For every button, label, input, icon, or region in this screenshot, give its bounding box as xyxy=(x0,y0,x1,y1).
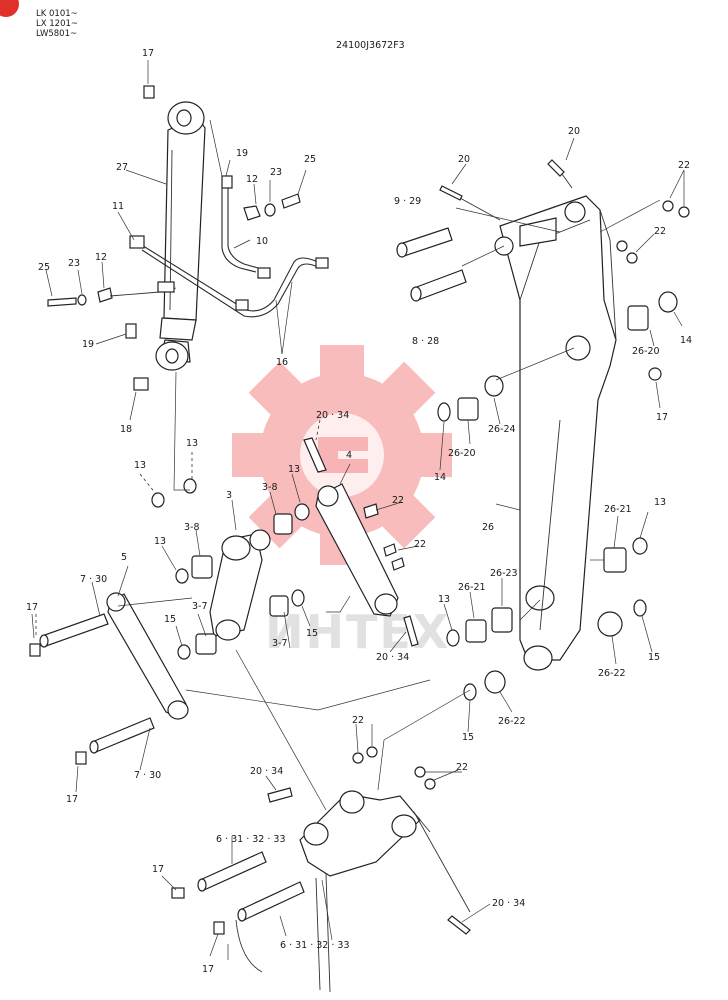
callout-13: 13 xyxy=(154,536,166,547)
callout-3-7: 3-7 xyxy=(192,601,208,612)
callout-26: 26 xyxy=(482,522,494,533)
callout-14: 14 xyxy=(680,335,692,346)
callout-22: 22 xyxy=(414,539,426,550)
callout-7-30: 7 · 30 xyxy=(80,574,107,585)
callout-17: 17 xyxy=(26,602,38,613)
callout-7-30: 7 · 30 xyxy=(134,770,161,781)
callout-22: 22 xyxy=(392,495,404,506)
link-3 xyxy=(151,478,310,660)
callout-25: 25 xyxy=(38,262,50,273)
callout-17: 17 xyxy=(152,864,164,875)
callout-8-28: 8 · 28 xyxy=(412,336,439,347)
callout-15: 15 xyxy=(462,732,474,743)
callout-4: 4 xyxy=(346,450,352,461)
callout-11: 11 xyxy=(112,201,124,212)
watermark-text: ИНТЕХ xyxy=(265,605,450,659)
callout-13: 13 xyxy=(288,464,300,475)
callout-13: 13 xyxy=(134,460,146,471)
callout-22: 22 xyxy=(456,762,468,773)
callout-12: 12 xyxy=(95,252,107,263)
serial-number-block: LK 0101~ LX 1201~ LW5801~ xyxy=(36,9,78,39)
callout-26-24: 26-24 xyxy=(488,424,516,435)
boom-arm xyxy=(494,195,617,671)
link-5 xyxy=(106,592,189,720)
callout-26-22: 26-22 xyxy=(598,668,626,679)
drawing-code: 24100J3672F3 xyxy=(336,40,405,51)
link-4 xyxy=(303,437,419,647)
callout-20-34: 20 · 34 xyxy=(376,652,409,663)
callout-6-31-32-33: 6 · 31 · 32 · 33 xyxy=(216,834,286,845)
boom-cylinder xyxy=(155,101,206,371)
callout-14: 14 xyxy=(434,472,446,483)
boom-pins xyxy=(396,227,467,302)
serial-line-1: LK 0101~ xyxy=(36,9,78,19)
callout-27: 27 xyxy=(116,162,128,173)
callout-3-8: 3-8 xyxy=(184,522,200,533)
serial-line-3: LW5801~ xyxy=(36,29,77,39)
callout-16: 16 xyxy=(276,357,288,368)
callout-19: 19 xyxy=(82,339,94,350)
callout-20: 20 xyxy=(568,126,580,137)
boom-bushings xyxy=(437,200,690,701)
callout-18: 18 xyxy=(120,424,132,435)
callout-19: 19 xyxy=(236,148,248,159)
callout-5: 5 xyxy=(121,552,127,563)
boom-bolts xyxy=(439,159,573,221)
callout-labels: 17 27 19 12 23 25 11 10 25 23 12 16 19 1… xyxy=(26,48,692,975)
callout-26-20: 26-20 xyxy=(448,448,476,459)
corner-badge-icon xyxy=(0,0,19,17)
cylinder-fittings xyxy=(47,85,301,391)
callout-15: 15 xyxy=(648,652,660,663)
callout-9-29: 9 · 29 xyxy=(394,196,421,207)
callout-26-21: 26-21 xyxy=(604,504,632,515)
callout-3-7: 3-7 xyxy=(272,638,288,649)
callout-17: 17 xyxy=(142,48,154,59)
callout-26-21: 26-21 xyxy=(458,582,486,593)
assembly-lines xyxy=(35,119,661,811)
callout-17: 17 xyxy=(202,964,214,975)
callout-13: 13 xyxy=(654,497,666,508)
callout-23: 23 xyxy=(68,258,80,269)
callout-3-8: 3-8 xyxy=(262,482,278,493)
callout-23: 23 xyxy=(270,167,282,178)
callout-6-31-32-33: 6 · 31 · 32 · 33 xyxy=(280,940,350,951)
callout-20: 20 xyxy=(458,154,470,165)
callout-20-34: 20 · 34 xyxy=(492,898,525,909)
base-bracket xyxy=(171,746,471,993)
callout-20-34: 20 · 34 xyxy=(250,766,283,777)
callout-26-23: 26-23 xyxy=(490,568,518,579)
callout-25: 25 xyxy=(304,154,316,165)
callout-13: 13 xyxy=(186,438,198,449)
callout-20-34: 20 · 34 xyxy=(316,410,349,421)
callout-13: 13 xyxy=(438,594,450,605)
callout-3: 3 xyxy=(226,490,232,501)
callout-10: 10 xyxy=(256,236,268,247)
link-pins xyxy=(29,613,155,765)
callout-22: 22 xyxy=(678,160,690,171)
callout-12: 12 xyxy=(246,174,258,185)
callout-15: 15 xyxy=(306,628,318,639)
callout-leaders xyxy=(31,60,685,960)
callout-22: 22 xyxy=(654,226,666,237)
callout-22: 22 xyxy=(352,715,364,726)
hydraulic-pipes xyxy=(139,188,329,318)
callout-26-22: 26-22 xyxy=(498,716,526,727)
callout-17: 17 xyxy=(656,412,668,423)
callout-26-20: 26-20 xyxy=(632,346,660,357)
serial-line-2: LX 1201~ xyxy=(36,19,78,29)
callout-15: 15 xyxy=(164,614,176,625)
callout-17: 17 xyxy=(66,794,78,805)
